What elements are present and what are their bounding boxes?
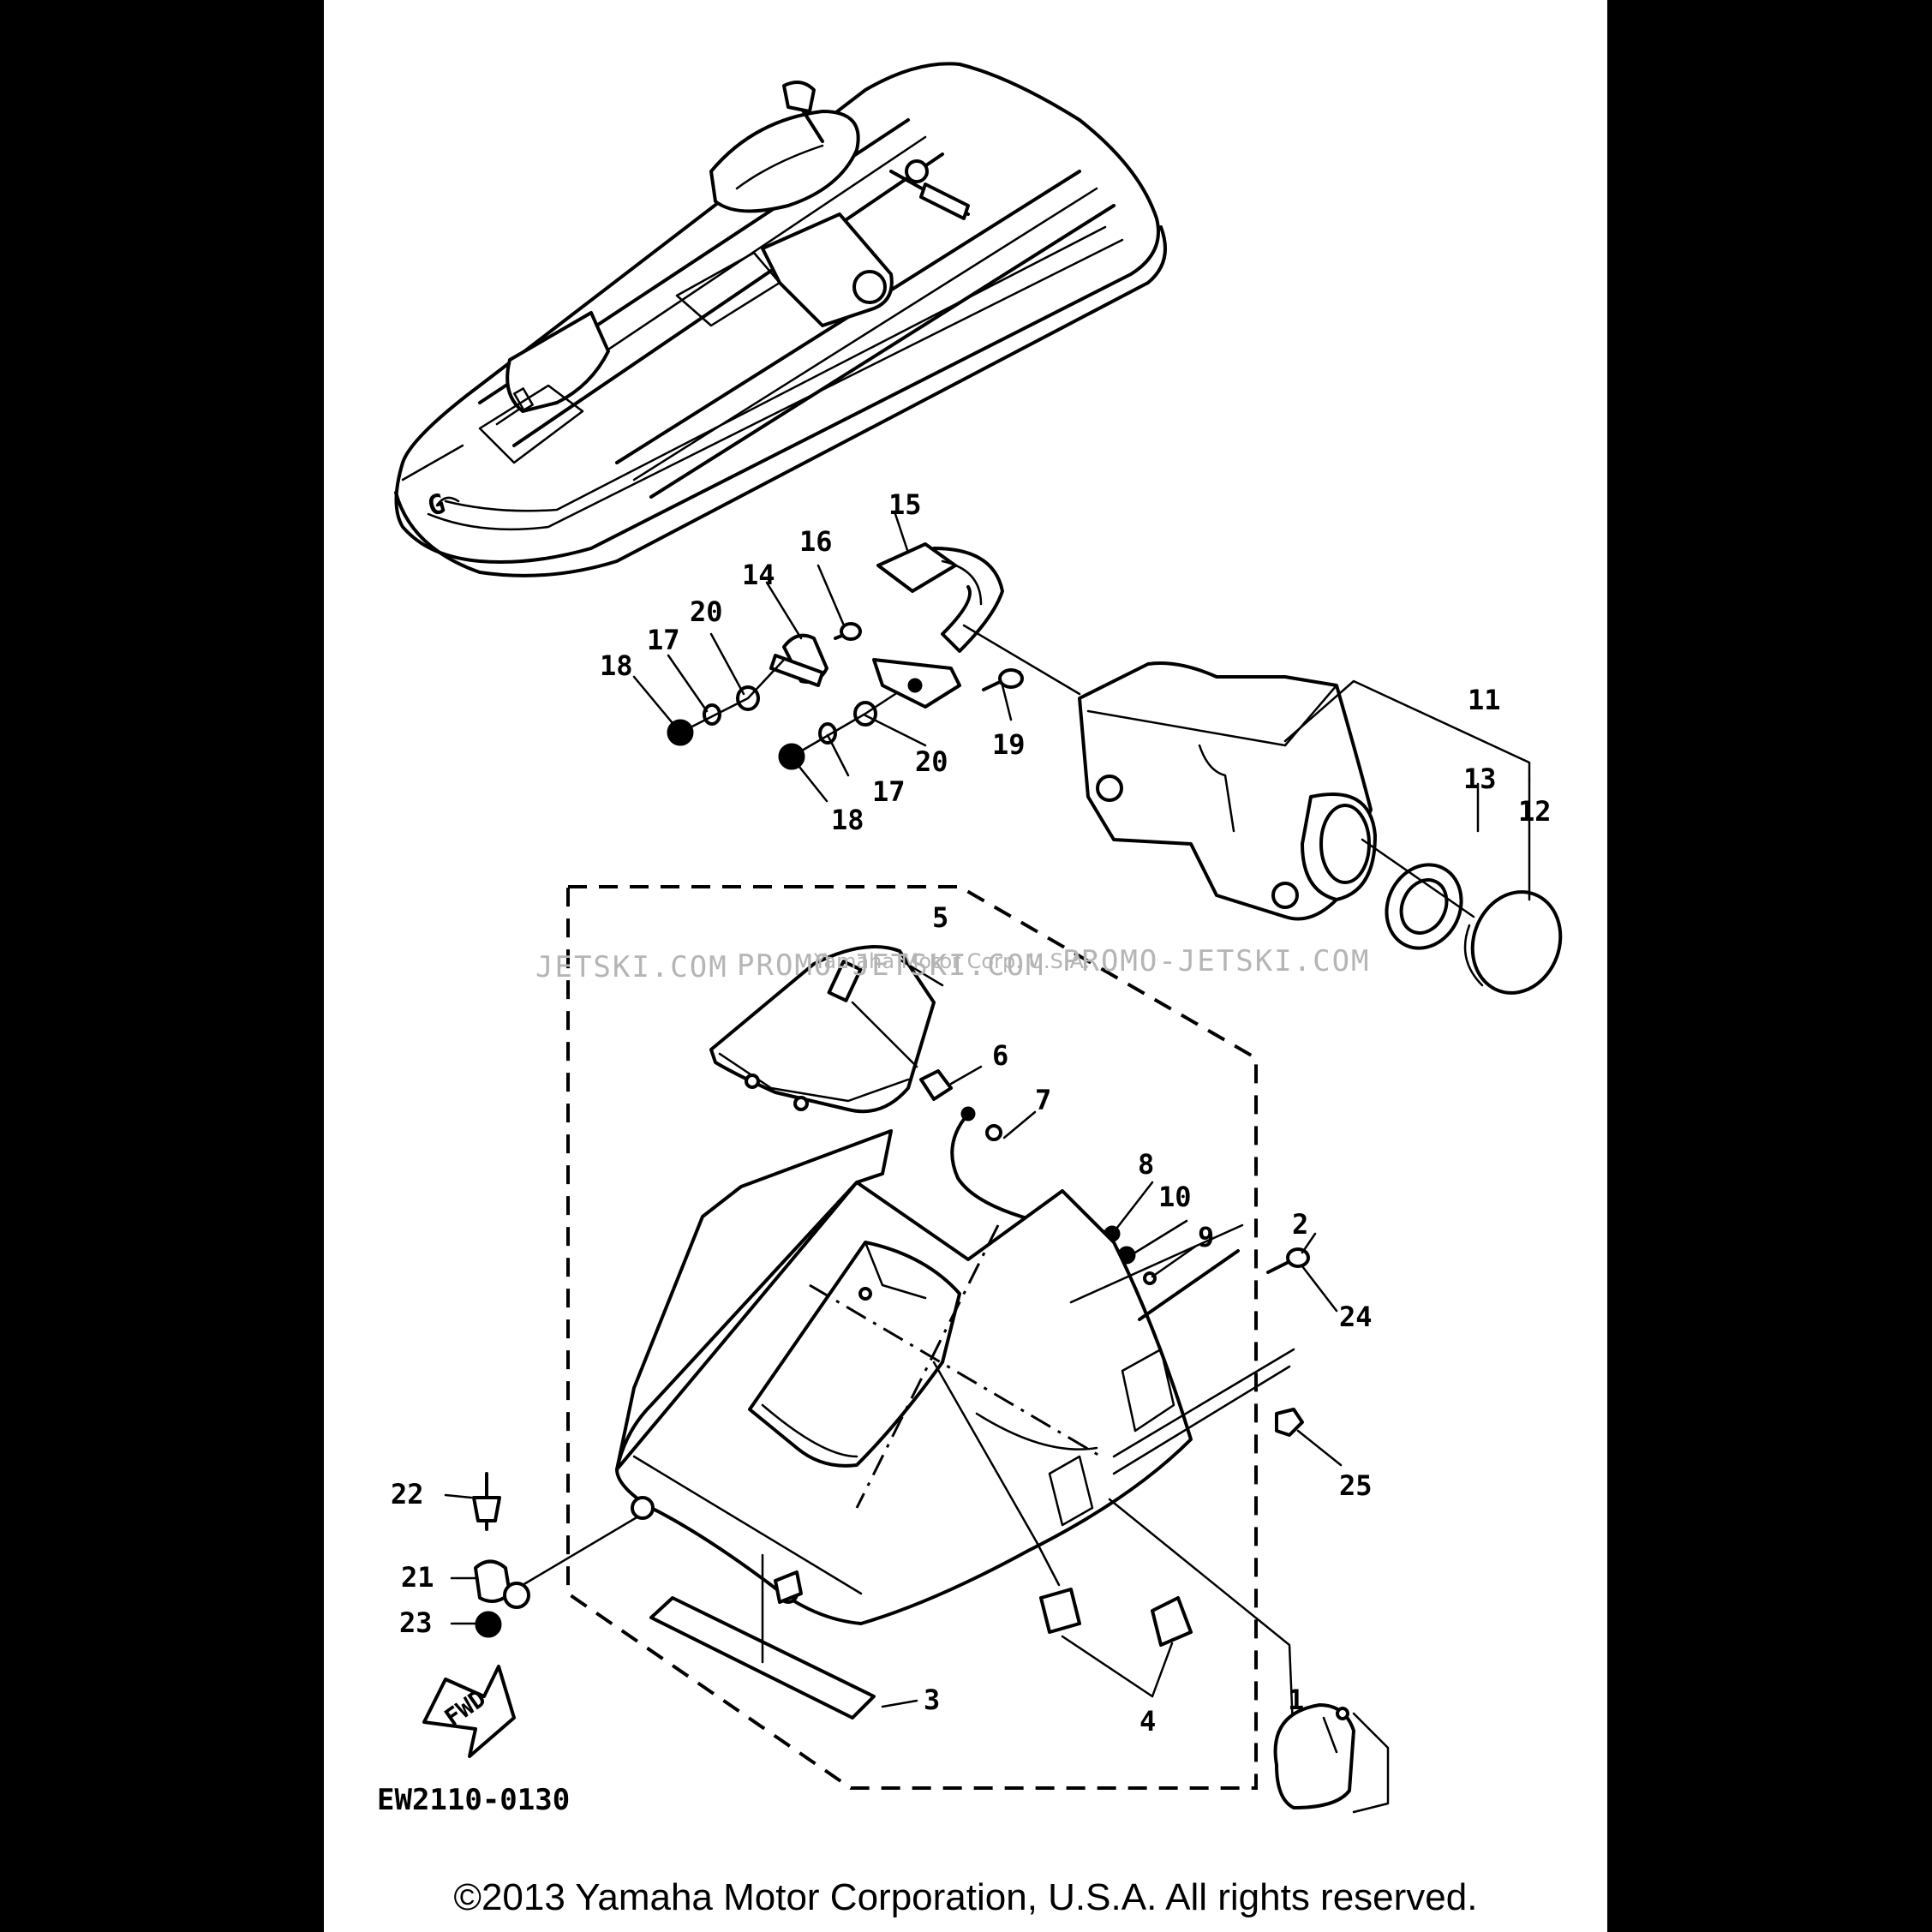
callout-24: 24 <box>1339 1301 1373 1333</box>
callout-22: 22 <box>391 1478 424 1510</box>
callout-leaders <box>444 512 1531 1754</box>
callout-7: 7 <box>1035 1084 1051 1116</box>
callout-21: 21 <box>401 1561 434 1594</box>
watermark-text-3: PROMO-JETSKI.COM <box>1062 944 1371 978</box>
callout-15: 15 <box>888 488 922 521</box>
callout-12: 12 <box>1518 795 1552 828</box>
callout-2: 2 <box>1292 1208 1308 1241</box>
drawing-code: EW2110-0130 <box>377 1783 570 1817</box>
callout-18-upper: 18 <box>600 649 633 682</box>
callout-11: 11 <box>1468 684 1501 716</box>
callout-17-lower: 17 <box>872 775 906 808</box>
watercraft-overview: G <box>394 62 1167 577</box>
callout-8: 8 <box>1138 1148 1154 1181</box>
watermark-text-1: JETSKI.COM <box>535 950 728 984</box>
callout-6: 6 <box>992 1039 1008 1072</box>
callout-17-upper: 17 <box>647 624 680 656</box>
callout-25: 25 <box>1339 1469 1373 1502</box>
watermarks: JETSKI.COM PROMO-JETSKI.COM PROMO-JETSKI… <box>535 944 1371 984</box>
callout-18-lower: 18 <box>831 804 864 836</box>
callout-20-lower: 20 <box>915 745 948 778</box>
callout-4: 4 <box>1139 1705 1156 1738</box>
hood-assembly <box>422 885 1390 1814</box>
callout-16: 16 <box>799 525 833 558</box>
callout-23: 23 <box>399 1606 433 1639</box>
fwd-arrow-icon <box>422 1665 516 1758</box>
watermark-caption: Yamaha Motor Corp. U.S.A. <box>813 949 1090 973</box>
callout-3: 3 <box>924 1684 940 1716</box>
watermark-text-2: PROMO-JETSKI.COM <box>737 948 1045 983</box>
callout-9: 9 <box>1198 1221 1214 1253</box>
callout-1: 1 <box>1288 1684 1304 1716</box>
diagram-sheet <box>324 0 1607 1932</box>
callout-14: 14 <box>742 559 775 591</box>
callout-5: 5 <box>932 901 948 934</box>
svg-text:G: G <box>424 487 448 523</box>
copyright-notice: ©2013 Yamaha Motor Corporation, U.S.A. A… <box>453 1876 1478 1918</box>
callout-13: 13 <box>1463 763 1497 795</box>
callout-numbers: 1 2 3 4 5 6 7 8 9 10 11 12 13 14 15 16 1… <box>391 488 1552 1738</box>
storage-box-assembly <box>667 542 1563 995</box>
callout-10: 10 <box>1158 1181 1192 1213</box>
callout-19: 19 <box>992 728 1026 761</box>
callout-20-upper: 20 <box>690 595 723 628</box>
